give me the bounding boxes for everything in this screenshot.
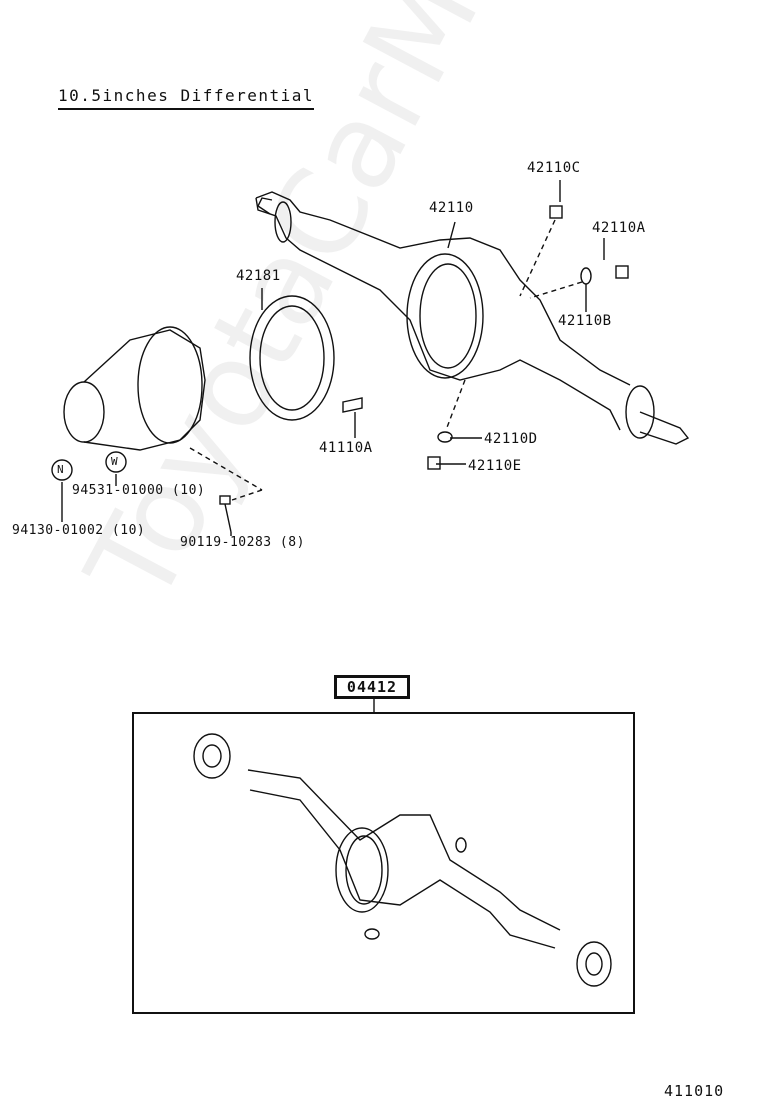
part-label-42110c[interactable]: 42110C [527,160,581,176]
w-marker-label: W [111,455,119,468]
kit-frame [132,712,635,1014]
part-label-42110a[interactable]: 42110A [592,220,646,236]
dashed-leaders [189,219,583,501]
part-label-42110d[interactable]: 42110D [484,431,538,447]
page-title: 10.5inches Differential [58,86,315,110]
axle-housing-drawing [255,191,690,445]
part-label-42110e[interactable]: 42110E [468,458,522,474]
part-label-41110a[interactable]: 41110A [319,440,373,456]
n-marker-label: N [57,463,65,476]
w-marker-circle [105,451,127,473]
hardware-drawing [219,205,629,533]
part-label-42181[interactable]: 42181 [236,268,281,284]
part-label-94531-01000[interactable]: 94531-01000 (10) [72,483,206,498]
part-label-94130-01002[interactable]: 94130-01002 (10) [12,523,146,538]
carrier-drawing [63,326,206,451]
illustration-code: 411010 [664,1082,725,1100]
kit-drawing [193,733,612,987]
n-marker-circle [51,459,73,481]
part-label-42110[interactable]: 42110 [429,200,474,216]
leader-lines [61,180,605,712]
part-label-90119-10283[interactable]: 90119-10283 (8) [180,535,305,550]
kit-code-badge[interactable]: 04412 [334,675,410,699]
part-label-42110b[interactable]: 42110B [558,313,612,329]
gasket-drawing [249,295,335,421]
